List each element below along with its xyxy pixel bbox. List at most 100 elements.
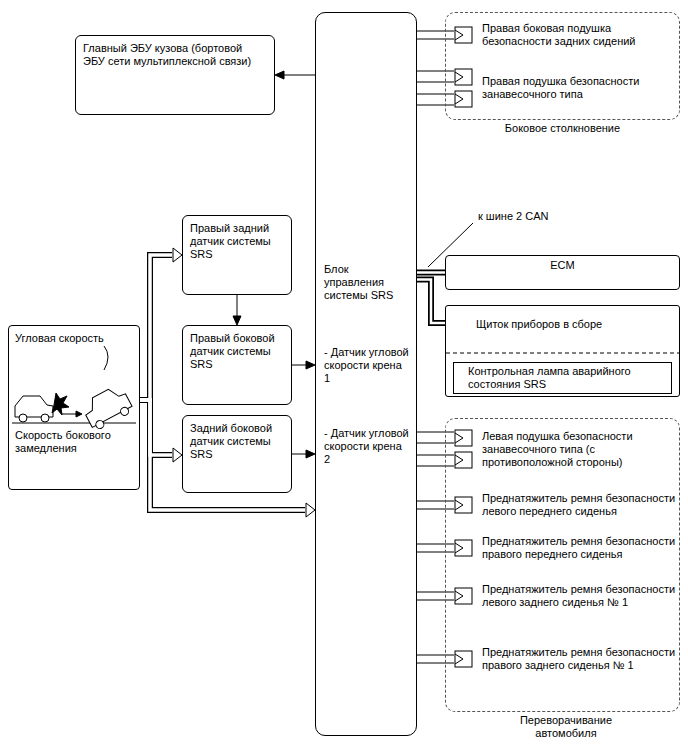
node-label: Угловая скорость xyxy=(15,332,125,345)
squib-icon xyxy=(455,588,472,604)
signal-arrow xyxy=(140,400,305,510)
signal-arrow xyxy=(140,255,172,400)
squib-icon xyxy=(455,452,472,468)
connector-group xyxy=(140,31,454,663)
can-bus-line xyxy=(417,280,445,324)
arrow-head xyxy=(306,503,315,517)
wire-lead xyxy=(417,655,454,663)
srs-control-unit: Блок управления системы SRS - Датчик угло… xyxy=(315,12,417,736)
wire-lead xyxy=(417,432,454,466)
node-label: Правый боковой датчик системы SRS xyxy=(190,332,284,371)
connector-group xyxy=(140,255,445,510)
connector-line xyxy=(292,454,307,455)
arrow-head xyxy=(173,448,182,462)
squib-icon xyxy=(455,540,472,556)
node-label: Правый задний датчик системы SRS xyxy=(190,222,284,261)
squib-mark xyxy=(455,94,463,104)
squib-mark xyxy=(455,591,463,601)
node-label: Преднатяжитель ремня безопасности правог… xyxy=(482,535,678,561)
squib-mark xyxy=(455,72,463,82)
node-label: - Датчик угловой скорости крена 1 xyxy=(324,346,410,385)
car-body xyxy=(80,383,132,427)
sensor-box: Задний боковой датчик системы SRS xyxy=(182,415,292,493)
squib-icon xyxy=(455,27,472,43)
leader-line xyxy=(428,223,473,267)
squib-icon xyxy=(455,497,472,513)
striking-car xyxy=(15,396,53,417)
squib-body xyxy=(455,497,472,513)
squib-icon xyxy=(455,69,472,85)
bus-label: к шине 2 CAN xyxy=(476,210,551,223)
squib-body xyxy=(455,540,472,556)
can-bus-line xyxy=(417,270,445,276)
signal-arrow xyxy=(140,255,172,400)
region-label: Боковое столкновение xyxy=(446,122,679,135)
node-label: Преднатяжитель ремня безопасности левого… xyxy=(482,492,678,518)
wire-lead xyxy=(417,544,454,552)
tilted-car xyxy=(80,383,134,431)
squib-symbol xyxy=(454,574,474,618)
node-label: Главный ЭБУ кузова (бортовой ЭБУ сети му… xyxy=(83,42,267,68)
signal-arrow xyxy=(140,400,305,510)
arrow-head xyxy=(76,411,82,417)
node-label: Задний боковой датчик системы SRS xyxy=(190,422,284,461)
wheel xyxy=(119,406,130,417)
sensor-box: Правый боковой датчик системы SRS xyxy=(182,325,292,405)
instrument-cluster: Щиток приборов в сбореКонтрольная лампа … xyxy=(445,305,680,397)
wheel xyxy=(41,414,49,422)
arrow-head xyxy=(173,248,182,262)
squib-mark xyxy=(455,30,463,40)
can-bus-line xyxy=(417,280,445,324)
airbag-squib: Левая подушка безопасности занавесочного… xyxy=(454,423,678,475)
pretensioner-squib: Преднатяжитель ремня безопасности левого… xyxy=(454,574,678,618)
leader-line xyxy=(104,346,108,370)
arrow-head xyxy=(275,71,284,79)
rollover-illustration xyxy=(12,346,136,432)
node-label: Преднатяжитель ремня безопасности правог… xyxy=(482,646,678,672)
squib-body xyxy=(455,69,472,85)
illustration-box: Угловая скоростьСкорость бокового замедл… xyxy=(8,325,140,490)
divider-line xyxy=(446,353,679,354)
connector-line xyxy=(237,295,238,317)
squib-mark xyxy=(455,543,463,553)
signal-arrow xyxy=(140,400,172,455)
side-collision-region: Боковое столкновениеПравая боковая подуш… xyxy=(445,12,680,120)
pretensioner-squib: Преднатяжитель ремня безопасности правог… xyxy=(454,532,678,564)
wheel xyxy=(19,414,27,422)
node-label: Щиток приборов в сборе xyxy=(476,318,673,331)
pretensioner-squib: Преднатяжитель ремня безопасности правог… xyxy=(454,637,678,681)
wire-lead xyxy=(417,71,454,105)
squib-symbol xyxy=(454,489,474,521)
squib-symbol xyxy=(454,19,474,51)
ecm-box: ECM xyxy=(445,255,680,290)
squib-mark xyxy=(455,455,463,465)
rollover-region: Переворачивание автомобиляЛевая подушка … xyxy=(445,418,680,712)
airbag-squib: Правая боковая подушка безопасности задн… xyxy=(454,19,678,51)
connector-group xyxy=(173,71,315,517)
ground-line xyxy=(12,423,136,424)
region-label: Переворачивание автомобиля xyxy=(506,714,626,740)
squib-body xyxy=(455,430,472,446)
squib-mark xyxy=(455,500,463,510)
squib-symbol xyxy=(454,532,474,564)
node-label: Левая подушка безопасности занавесочного… xyxy=(482,430,678,469)
connector-line xyxy=(292,365,307,366)
arrow-head xyxy=(233,316,241,325)
sensor-box: Правый задний датчик системы SRS xyxy=(182,215,292,295)
arrow-head xyxy=(306,450,315,458)
squib-mark xyxy=(455,433,463,443)
node-label: Скорость бокового замедления xyxy=(15,429,125,455)
squib-symbol xyxy=(454,63,474,113)
node-label: Контрольная лампа аварийного состояния S… xyxy=(468,365,663,391)
wheel xyxy=(94,419,105,430)
node-label: Преднатяжитель ремня безопасности левого… xyxy=(482,583,678,609)
warning-lamp-box: Контрольная лампа аварийного состояния S… xyxy=(453,362,672,394)
squib-symbol xyxy=(454,423,474,475)
wire-lead xyxy=(417,31,454,39)
node-label: Блок управления системы SRS xyxy=(324,263,410,302)
wire-lead xyxy=(417,501,454,509)
signal-arrow xyxy=(140,400,172,455)
